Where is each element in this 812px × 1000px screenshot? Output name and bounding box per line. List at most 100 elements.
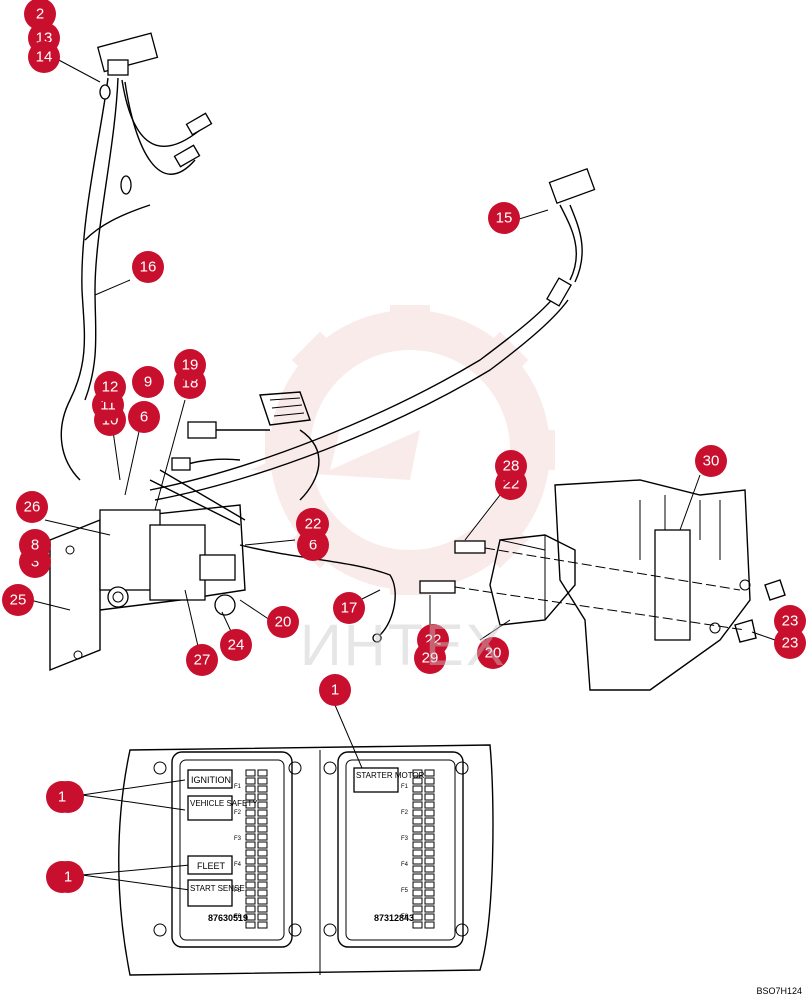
callout-number: 6 <box>309 537 317 554</box>
fuse-slot <box>412 777 423 785</box>
fuse-slot <box>245 849 256 857</box>
fuse-slot <box>245 793 256 801</box>
callout-number: 9 <box>144 374 152 391</box>
fuse-slot <box>424 825 435 833</box>
callout-22: 22 <box>297 508 329 540</box>
fuse-slot <box>257 873 268 881</box>
fuse-slot <box>257 841 268 849</box>
callout-number: 12 <box>102 379 119 396</box>
fuse-label: F2 <box>234 810 242 816</box>
mounting-plate <box>49 469 246 672</box>
fuse-slot <box>245 809 256 817</box>
fuse-label: F1 <box>401 784 409 790</box>
callout-20: 20 <box>477 637 509 669</box>
fuse-slot <box>424 873 435 881</box>
callout-number: 25 <box>10 592 27 609</box>
fuse-slot <box>257 897 268 905</box>
fuse-label: F5 <box>234 888 242 894</box>
callout-number: 17 <box>341 600 358 617</box>
callout-number: 20 <box>485 645 502 662</box>
fuse-slot <box>245 897 256 905</box>
callout-2: 2 <box>24 0 56 30</box>
fuse-slot <box>412 793 423 801</box>
fuse-slot <box>257 857 268 865</box>
fuse-slot <box>257 865 268 873</box>
fuse-slot <box>424 849 435 857</box>
callout-27: 27 <box>186 644 218 676</box>
callout-26: 26 <box>16 491 48 523</box>
callout-number: 19 <box>182 357 199 374</box>
fuse-slot <box>245 841 256 849</box>
callout-20: 20 <box>267 606 299 638</box>
fuse-slot <box>412 841 423 849</box>
fuse-slot <box>412 817 423 825</box>
callout-number: 1 <box>58 789 66 806</box>
fuse-slot <box>257 921 268 929</box>
callout-15: 15 <box>488 202 520 234</box>
fuse-slot <box>245 777 256 785</box>
fuse-slot <box>412 921 423 929</box>
callout-number: 23 <box>782 635 799 652</box>
callout-23: 23 <box>774 627 806 659</box>
fuse-slot <box>257 881 268 889</box>
callout-29: 29 <box>414 642 446 674</box>
fuse-slot <box>245 801 256 809</box>
fuse-slot <box>257 809 268 817</box>
fuse-slot <box>412 769 423 777</box>
callout-number: 23 <box>782 613 799 630</box>
fuse-slot <box>412 881 423 889</box>
fuse-slot <box>412 809 423 817</box>
callout-number: 15 <box>496 210 513 227</box>
fuse-slot <box>412 825 423 833</box>
callout-number: 14 <box>36 49 53 66</box>
callout-number: 27 <box>194 652 211 669</box>
callout-24: 24 <box>220 629 252 661</box>
fuse-slot <box>424 777 435 785</box>
fuse-slot <box>424 793 435 801</box>
fuse-slot <box>257 793 268 801</box>
callout-16: 16 <box>132 251 164 283</box>
fuse-slot <box>424 905 435 913</box>
fuse-slot <box>245 905 256 913</box>
callout-12: 12 <box>94 371 126 403</box>
callout-number: 20 <box>275 614 292 631</box>
fuse-slot <box>424 841 435 849</box>
callout-number: 28 <box>503 458 520 475</box>
fuse-slot <box>412 905 423 913</box>
fuse-slot <box>424 809 435 817</box>
fuse-slot <box>424 785 435 793</box>
callout-28: 28 <box>495 450 527 482</box>
fuse-slot <box>245 865 256 873</box>
fuse-slot <box>245 785 256 793</box>
callout-9: 9 <box>132 366 164 398</box>
callout-number: 8 <box>31 537 39 554</box>
connector-label-starter-motor: STARTER MOTOR <box>356 771 425 780</box>
fuse-slot <box>245 913 256 921</box>
connector-label-vehicle-safety: VEHICLE SAFETY <box>190 799 258 808</box>
watermark-text: ИНТЕХ <box>300 613 507 678</box>
wiring-harness <box>60 32 596 643</box>
fuse-slot <box>424 865 435 873</box>
callout-number: 29 <box>422 650 439 667</box>
fuse-label: F6 <box>401 914 409 920</box>
fuse-slot <box>257 849 268 857</box>
fuse-slot <box>424 833 435 841</box>
callout-1: 1 <box>46 781 78 813</box>
callout-number: 30 <box>703 453 720 470</box>
fuse-label: F3 <box>234 836 242 842</box>
fuse-slot <box>424 801 435 809</box>
fuse-slot <box>257 905 268 913</box>
fuse-slot <box>257 833 268 841</box>
fuse-slot <box>245 857 256 865</box>
fuse-slot <box>257 889 268 897</box>
fuse-slot <box>245 825 256 833</box>
fuse-label: F3 <box>401 836 409 842</box>
fuse-slot <box>412 889 423 897</box>
callout-number: 26 <box>24 499 41 516</box>
fuse-label: F1 <box>234 784 242 790</box>
callout-number: 24 <box>228 637 245 654</box>
callout-14: 14 <box>28 41 60 73</box>
callout-6: 6 <box>128 401 160 433</box>
callout-number: 6 <box>140 409 148 426</box>
